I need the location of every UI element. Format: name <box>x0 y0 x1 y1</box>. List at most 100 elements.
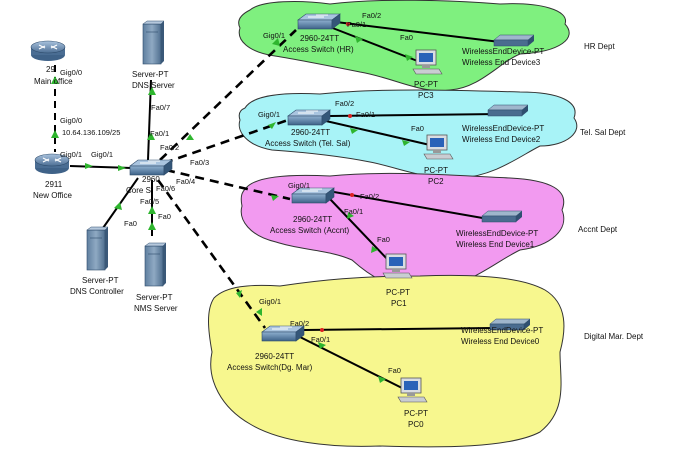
port-label: Gig0/0 <box>60 116 82 125</box>
wireless-end-device-icon <box>487 104 529 117</box>
hr-access-switch[interactable]: 2960-24TT Access Switch (HR) <box>283 13 354 54</box>
port-label: Fa0/2 <box>360 192 379 201</box>
port-label: Fa0/1 <box>150 129 169 138</box>
link-tel-pc <box>325 120 431 146</box>
acc-wireless-end-device[interactable]: WirelessEndDevice-PT Wireless End Device… <box>456 210 538 249</box>
tel-pc[interactable]: PC-PT PC2 <box>423 134 454 186</box>
new-router-name: New Office <box>33 191 73 200</box>
new-office-router[interactable]: 2911 New Office <box>33 153 73 200</box>
port-label: Fa0/1 <box>356 110 375 119</box>
acc-switch-model: 2960-24TT <box>293 215 332 224</box>
nms-server-name: NMS Server <box>134 304 178 313</box>
acc-dept-label: Accnt Dept <box>578 225 618 234</box>
ip-address-label: 10.64.136.109/25 <box>62 128 120 137</box>
port-label: Fa0/3 <box>190 158 209 167</box>
link-hr-pc <box>329 26 421 63</box>
dns-controller-name: DNS Controller <box>70 287 124 296</box>
port-label: Gig0/0 <box>60 68 82 77</box>
acc-wireless-name: Wireless End Device1 <box>456 240 535 249</box>
dns-server-model: Server-PT <box>132 70 169 79</box>
server-icon <box>142 20 165 65</box>
core-switch-model: 2960 <box>142 175 160 184</box>
hr-wireless-model: WirelessEndDevice-PT <box>462 47 544 56</box>
tel-access-switch[interactable]: 2960-24TT Access Switch (Tel. Sal) <box>265 109 351 148</box>
nms-server[interactable]: Server-PT NMS Server <box>134 242 178 313</box>
dig-switch-model: 2960-24TT <box>255 352 294 361</box>
switch-icon <box>291 187 335 204</box>
dig-pc[interactable]: PC-PT PC0 <box>397 377 428 429</box>
port-label: Fa0/1 <box>311 335 330 344</box>
link-acc-pc <box>329 198 391 263</box>
port-label: Gig0/1 <box>288 181 310 190</box>
core-switch-name: Core S <box>126 186 151 195</box>
tel-switch-name: Access Switch (Tel. Sal) <box>265 139 351 148</box>
hr-switch-name: Access Switch (HR) <box>283 45 354 54</box>
core-switch[interactable]: 2960 Core S <box>126 159 173 195</box>
acc-pc[interactable]: PC-PT PC1 <box>382 253 413 308</box>
link-tel-ap <box>329 113 501 117</box>
server-icon <box>86 226 109 271</box>
port-label: Fa0 <box>124 219 137 228</box>
port-label: Gig0/1 <box>258 110 280 119</box>
port-label: Fa0/2 <box>362 11 381 20</box>
hr-pc-model: PC-PT <box>414 80 438 89</box>
port-label: Fa0/2 <box>335 99 354 108</box>
port-label: Gig0/1 <box>60 150 82 159</box>
tel-wireless-end-device[interactable]: WirelessEndDevice-PT Wireless End Device… <box>462 104 544 144</box>
port-label: Fa0/2 <box>160 143 179 152</box>
switch-icon <box>287 109 331 126</box>
tel-wireless-name: Wireless End Device2 <box>462 135 541 144</box>
dig-wireless-name: Wireless End Device0 <box>461 337 540 346</box>
dns-server-name: DNS Server <box>132 81 175 90</box>
hr-wireless-name: Wireless End Device3 <box>462 58 541 67</box>
link-dig-ap <box>303 327 495 331</box>
port-label: Gig0/1 <box>259 297 281 306</box>
main-office-router[interactable]: 29 Main office <box>30 40 73 86</box>
hr-dept-label: HR Dept <box>584 42 615 51</box>
acc-pc-name: PC1 <box>391 299 407 308</box>
dig-pc-name: PC0 <box>408 420 424 429</box>
main-router-name: Main office <box>34 77 73 86</box>
port-label: Fa0 <box>388 366 401 375</box>
tel-switch-model: 2960-24TT <box>291 128 330 137</box>
tel-wireless-model: WirelessEndDevice-PT <box>462 124 544 133</box>
dig-switch-name: Access Switch(Dg. Mar) <box>227 363 313 372</box>
hr-wireless-end-device[interactable]: WirelessEndDevice-PT Wireless End Device… <box>462 34 544 67</box>
link-core-dnsc <box>102 177 139 229</box>
dig-pc-model: PC-PT <box>404 409 428 418</box>
port-label: Gig0/1 <box>91 150 113 159</box>
hr-pc[interactable]: PC-PT PC3 <box>412 49 443 100</box>
port-label: Fa0/2 <box>290 319 309 328</box>
acc-access-switch[interactable]: 2960-24TT Access Switch (Accnt) <box>270 187 349 235</box>
link-hr-ap <box>335 21 501 43</box>
dns-controller-server[interactable]: Server-PT DNS Controller <box>70 226 124 296</box>
link-core-dig <box>156 179 267 329</box>
tel-pc-model: PC-PT <box>424 166 448 175</box>
router-icon <box>30 40 66 62</box>
tel-dept-label: Tel. Sal Dept <box>580 128 626 137</box>
dns-server[interactable]: Server-PT DNS Server <box>132 20 175 90</box>
tel-pc-name: PC2 <box>428 177 444 186</box>
switch-icon <box>297 13 341 30</box>
hr-pc-name: PC3 <box>418 91 434 100</box>
port-label: Gig0/1 <box>263 31 285 40</box>
acc-wireless-model: WirelessEndDevice-PT <box>456 229 538 238</box>
switch-icon <box>261 325 305 342</box>
dig-wireless-model: WirelessEndDevice-PT <box>461 326 543 335</box>
dig-access-switch[interactable]: 2960-24TT Access Switch(Dg. Mar) <box>227 325 313 372</box>
port-label: Fa0 <box>377 235 390 244</box>
new-router-model: 2911 <box>45 180 63 189</box>
dig-dept-label: Digital Mar. Dept <box>584 332 644 341</box>
port-labels: Gig0/0 Gig0/0 10.64.136.109/25 Gig0/1 Gi… <box>60 11 424 375</box>
dig-dept-cloud <box>208 274 565 448</box>
dig-wireless-end-device[interactable]: WirelessEndDevice-PT Wireless End Device… <box>461 318 543 346</box>
link-core-hr <box>159 29 297 161</box>
wireless-end-device-icon <box>493 34 535 47</box>
link-core-tel <box>163 118 289 165</box>
port-label: Fa0 <box>158 212 171 221</box>
port-label: Fa0/1 <box>347 20 366 29</box>
port-label: Fa0 <box>411 124 424 133</box>
port-label: Fa0/5 <box>140 197 159 206</box>
wireless-end-device-icon <box>481 210 523 223</box>
